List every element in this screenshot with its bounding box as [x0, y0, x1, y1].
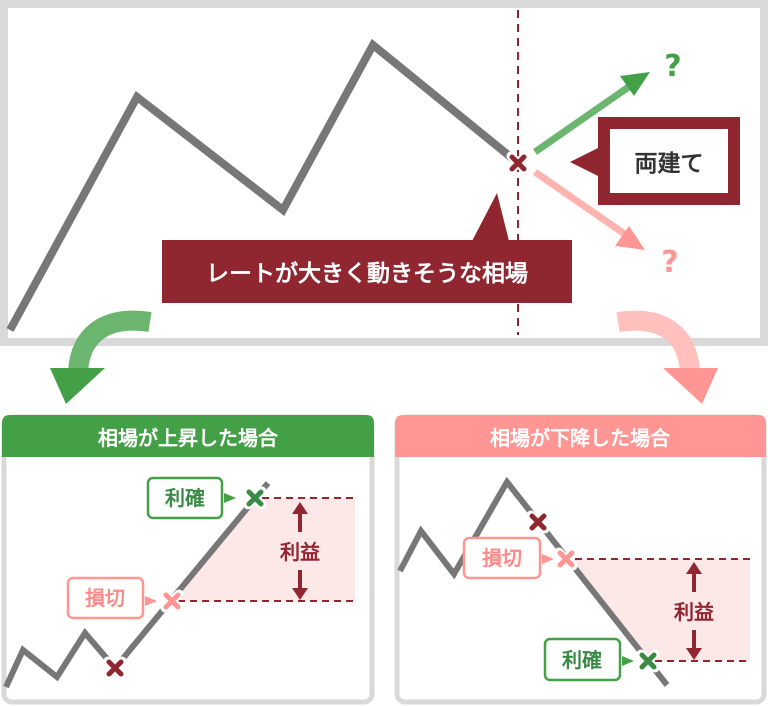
take-profit-x-icon	[641, 654, 655, 668]
svg-text:両建て: 両建て	[635, 151, 704, 177]
profit-label: 利益	[674, 600, 714, 624]
svg-text:レートが大きく動きそうな相場: レートが大きく動きそうな相場	[206, 260, 528, 287]
svg-text:損切: 損切	[482, 546, 522, 570]
stop-loss-label: 損切	[462, 536, 554, 580]
svg-text:利確: 利確	[562, 648, 602, 672]
rise-title: 相場が上昇した場合	[98, 426, 279, 450]
entry-x-icon	[108, 661, 122, 675]
take-profit-label: 利確	[543, 637, 634, 682]
up-arrow-line	[533, 83, 632, 155]
stop-loss-x-icon	[559, 552, 573, 566]
price-line	[6, 38, 521, 332]
price-line	[3, 481, 271, 689]
down-arrow-head	[615, 226, 645, 250]
up-arrow-head	[620, 72, 650, 96]
profit-area	[172, 498, 355, 601]
stop-loss-label: 損切	[66, 576, 157, 620]
market-callout: レートが大きく動きそうな相場	[162, 193, 572, 303]
down-arrow-line	[533, 169, 628, 238]
stop-loss-x-icon	[165, 594, 179, 608]
fall-panel: 相場が下降した場合 利益 損切 利確	[394, 414, 767, 705]
fall-title: 相場が下降した場合	[490, 426, 671, 450]
question-up: ?	[664, 49, 681, 84]
profit-arrow-icon	[292, 502, 308, 600]
entry-x-icon	[511, 156, 525, 170]
svg-text:損切: 損切	[85, 586, 125, 610]
hedge-callout: 両建て	[570, 117, 740, 205]
profit-area	[566, 559, 750, 661]
curved-arrow-green	[50, 310, 152, 404]
entry-x-icon	[531, 515, 545, 529]
take-profit-x-icon	[248, 491, 262, 505]
svg-text:利確: 利確	[165, 486, 205, 510]
rise-panel: 相場が上昇した場合 利益 利確 損切	[1, 414, 375, 705]
profit-arrow-icon	[686, 562, 702, 660]
curved-arrow-pink	[616, 310, 718, 404]
question-down: ?	[661, 245, 678, 280]
profit-label: 利益	[280, 540, 320, 564]
take-profit-label: 利確	[146, 476, 236, 520]
top-chart-panel: ? ? 両建て レートが大きく動きそうな相場	[0, 0, 768, 346]
